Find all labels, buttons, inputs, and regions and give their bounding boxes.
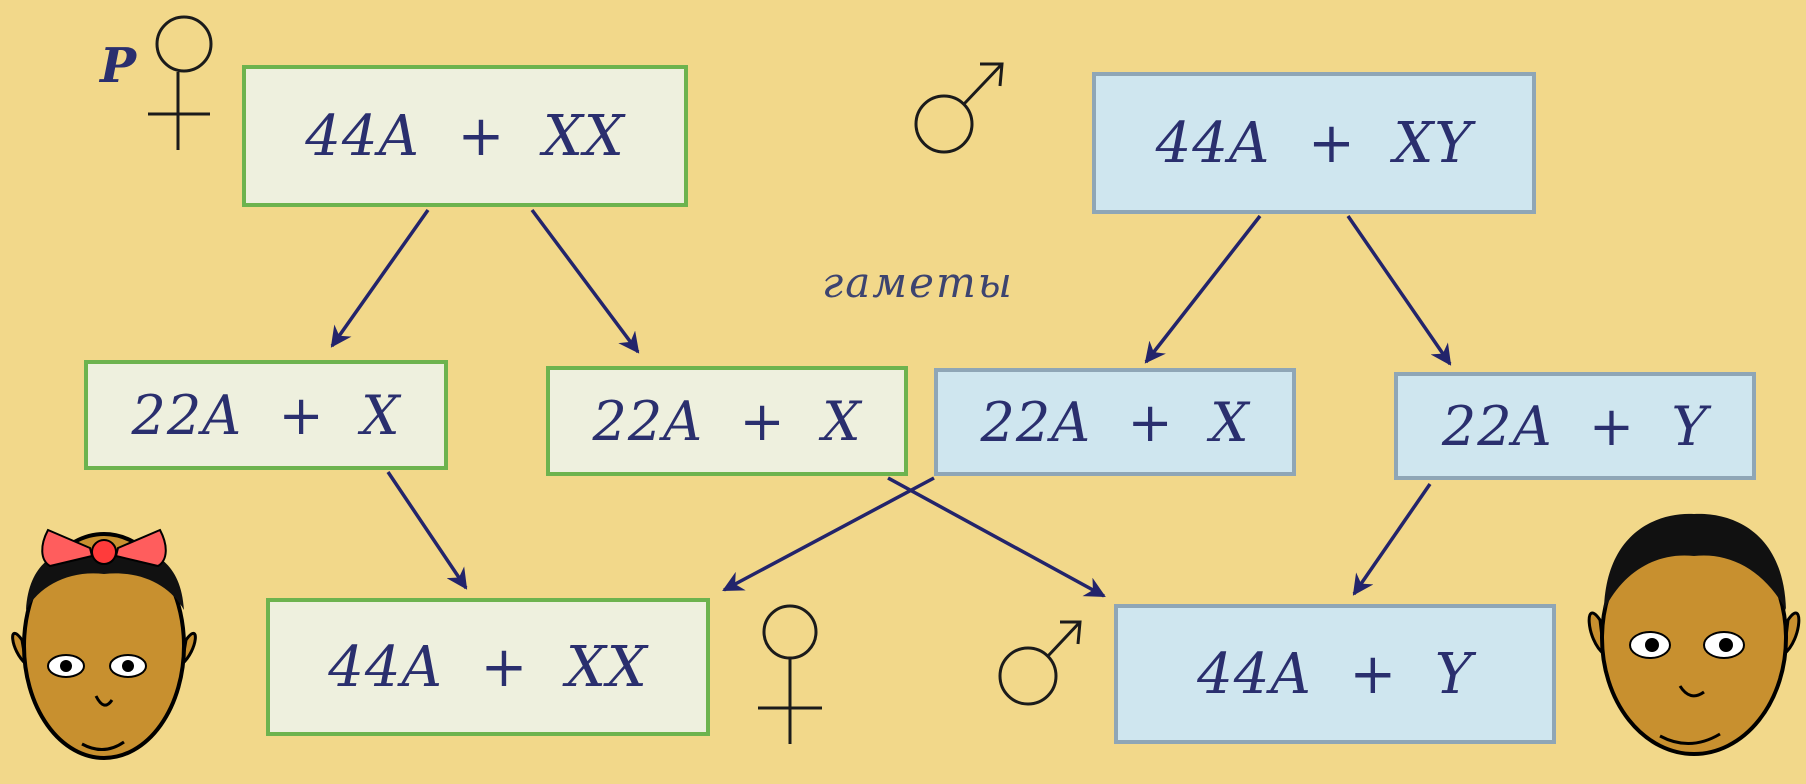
parent-male-box: 44A + XY — [1092, 72, 1536, 214]
arrow-gamete-1-to-offspring-female — [386, 471, 468, 590]
arrow-gamete-male1-to-offspring-female — [722, 476, 935, 592]
gametes-label: гаметы — [822, 258, 1014, 307]
girl-face-icon — [11, 528, 197, 760]
boy-face-icon — [1587, 513, 1801, 756]
gamete-male-2-box: 22A + Y — [1394, 372, 1756, 480]
male-symbol-icon — [914, 62, 1004, 154]
female-symbol-icon — [758, 604, 822, 744]
parent-female-box: 44A + XX — [242, 65, 688, 207]
arrow-female-to-gamete-2 — [530, 208, 640, 354]
arrow-gamete-2-to-offspring-male — [1352, 483, 1432, 596]
arrow-male-to-gamete-2 — [1346, 215, 1452, 366]
arrow-female-to-gamete-1 — [330, 208, 430, 348]
gamete-female-2-box: 22A + X — [546, 366, 908, 476]
offspring-male-box: 44A + Y — [1114, 604, 1556, 744]
arrow-gamete-female2-to-offspring-male — [887, 476, 1106, 598]
offspring-female-box: 44A + XX — [266, 598, 710, 736]
gamete-female-1-box: 22A + X — [84, 360, 448, 470]
male-symbol-icon — [998, 620, 1082, 706]
arrow-male-to-gamete-1 — [1144, 214, 1262, 364]
gamete-male-1-box: 22A + X — [934, 368, 1296, 476]
parent-label: P — [100, 38, 137, 94]
female-symbol-icon — [148, 15, 213, 150]
